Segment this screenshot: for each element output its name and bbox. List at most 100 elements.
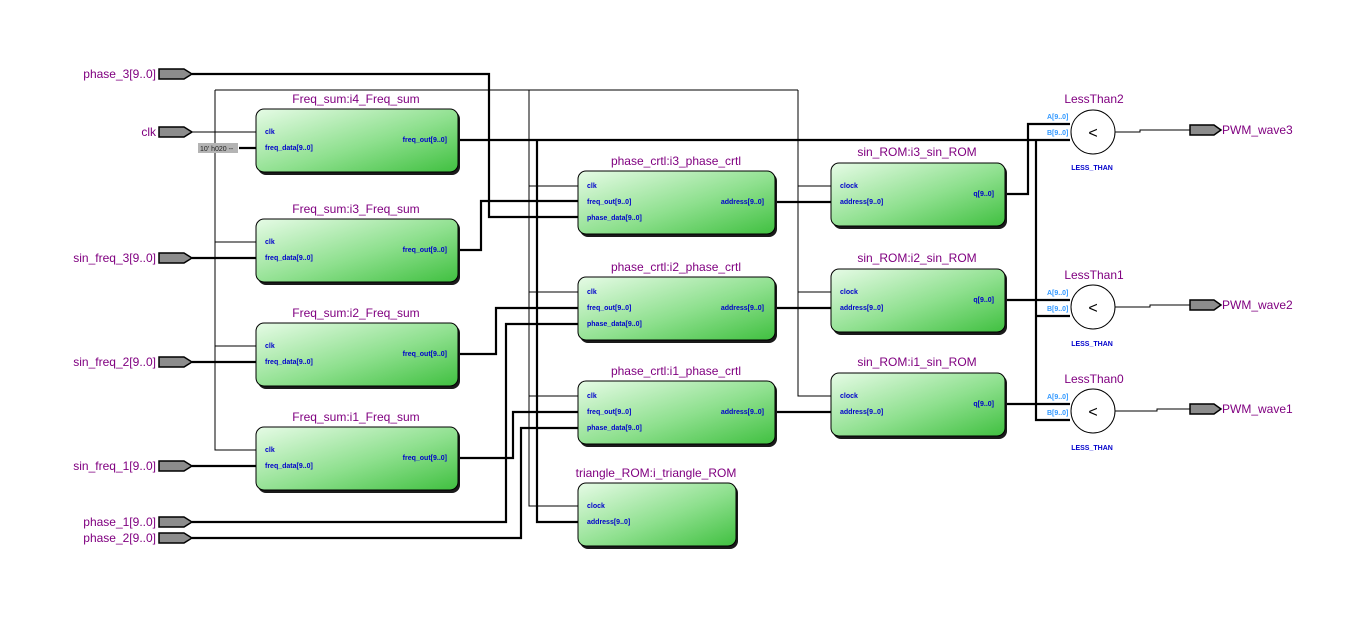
block-title: sin_ROM:i3_sin_ROM bbox=[857, 145, 976, 159]
bus-sr3-q bbox=[1005, 122, 1070, 196]
port-address: address[9..0] bbox=[721, 305, 764, 312]
port-a: A[9..0] bbox=[1047, 394, 1068, 401]
input-pin-phase-2[interactable]: phase_2[9..0] bbox=[83, 531, 194, 545]
constant-value: 10' h020 -- bbox=[198, 143, 238, 153]
input-pins: phase_3[9..0] clk sin_freq_3[9..0] sin_f… bbox=[73, 67, 194, 545]
port-address: address[9..0] bbox=[840, 305, 883, 312]
output-pin-pwm-wave1[interactable]: PWM_wave1 bbox=[1189, 402, 1293, 416]
port-clk: clk bbox=[587, 393, 597, 400]
block-title: Freq_sum:i1_Freq_sum bbox=[292, 410, 419, 424]
port-clk: clk bbox=[587, 183, 597, 190]
port-freq-out: freq_out[9..0] bbox=[403, 247, 447, 254]
block-phase-crtl-i3[interactable]: phase_crtl:i3_phase_crtl clk freq_out[9.… bbox=[577, 154, 777, 237]
block-sin-rom-i3[interactable]: sin_ROM:i3_sin_ROM clock address[9..0] q… bbox=[830, 145, 1007, 229]
port-freq-data: freq_data[9..0] bbox=[265, 463, 313, 470]
pin-arrow-icon bbox=[158, 460, 194, 472]
block-body bbox=[255, 322, 459, 387]
clock-nets bbox=[192, 89, 1190, 507]
input-pin-label: sin_freq_2[9..0] bbox=[73, 355, 156, 369]
port-clock: clock bbox=[587, 503, 605, 510]
wire-lt2-out bbox=[1115, 129, 1190, 133]
input-pin-sin-freq-1[interactable]: sin_freq_1[9..0] bbox=[73, 459, 194, 473]
wire-clk-phase-trunk bbox=[528, 90, 578, 507]
output-pin-label: PWM_wave3 bbox=[1222, 123, 1293, 137]
less-than-icon: < bbox=[1088, 404, 1097, 421]
block-body bbox=[577, 170, 776, 235]
block-body bbox=[255, 218, 459, 283]
bus-phase-2 bbox=[192, 426, 578, 540]
comparator-body bbox=[1070, 388, 1116, 434]
block-body bbox=[255, 426, 459, 491]
port-address: address[9..0] bbox=[840, 409, 883, 416]
port-q: q[9..0] bbox=[973, 297, 994, 304]
comparator-type: LESS_THAN bbox=[1071, 341, 1113, 348]
block-freq-sum-i2[interactable]: Freq_sum:i2_Freq_sum clk freq_data[9..0]… bbox=[255, 306, 460, 389]
port-freq-out: freq_out[9..0] bbox=[587, 409, 631, 416]
port-clk: clk bbox=[265, 239, 275, 246]
block-body bbox=[830, 372, 1006, 437]
bus-fs1-out bbox=[458, 410, 578, 460]
port-phase-data: phase_data[9..0] bbox=[587, 321, 642, 328]
port-phase-data: phase_data[9..0] bbox=[587, 215, 642, 222]
block-body bbox=[577, 482, 737, 547]
input-pin-label: phase_2[9..0] bbox=[83, 531, 156, 545]
block-title: phase_crtl:i3_phase_crtl bbox=[611, 154, 741, 168]
port-b: B[9..0] bbox=[1047, 130, 1068, 137]
constant-label: 10' h020 -- bbox=[200, 146, 234, 153]
less-than-icon: < bbox=[1088, 125, 1097, 142]
pin-arrow-icon bbox=[158, 68, 194, 80]
port-clock: clock bbox=[840, 183, 858, 190]
block-phase-crtl-i2[interactable]: phase_crtl:i2_phase_crtl clk freq_out[9.… bbox=[577, 260, 777, 343]
block-title: phase_crtl:i2_phase_crtl bbox=[611, 260, 741, 274]
port-b: B[9..0] bbox=[1047, 410, 1068, 417]
input-pin-phase-3[interactable]: phase_3[9..0] bbox=[83, 67, 194, 81]
port-q: q[9..0] bbox=[973, 191, 994, 198]
pin-arrow-icon bbox=[158, 126, 194, 138]
port-freq-out: freq_out[9..0] bbox=[587, 305, 631, 312]
block-sin-rom-i1[interactable]: sin_ROM:i1_sin_ROM clock address[9..0] q… bbox=[830, 355, 1007, 439]
comparator-type: LESS_THAN bbox=[1071, 165, 1113, 172]
block-body bbox=[255, 108, 459, 173]
port-a: A[9..0] bbox=[1047, 114, 1068, 121]
port-a: A[9..0] bbox=[1047, 290, 1068, 297]
comparator-lessthan1[interactable]: LessThan1 < A[9..0] B[9..0] LESS_THAN bbox=[1047, 268, 1124, 348]
port-b: B[9..0] bbox=[1047, 306, 1068, 313]
block-title: Freq_sum:i3_Freq_sum bbox=[292, 202, 419, 216]
input-pin-label: clk bbox=[141, 125, 157, 139]
block-body bbox=[830, 162, 1006, 227]
block-body bbox=[830, 268, 1006, 333]
block-phase-crtl-i1[interactable]: phase_crtl:i1_phase_crtl clk freq_out[9.… bbox=[577, 364, 777, 447]
input-pin-label: sin_freq_1[9..0] bbox=[73, 459, 156, 473]
input-pin-sin-freq-3[interactable]: sin_freq_3[9..0] bbox=[73, 251, 194, 265]
input-pin-phase-1[interactable]: phase_1[9..0] bbox=[83, 515, 194, 529]
bus-fs3-out bbox=[458, 199, 578, 252]
input-pin-sin-freq-2[interactable]: sin_freq_2[9..0] bbox=[73, 355, 194, 369]
comparator-lessthan2[interactable]: LessThan2 < A[9..0] B[9..0] LESS_THAN bbox=[1047, 92, 1124, 172]
port-freq-data: freq_data[9..0] bbox=[265, 359, 313, 366]
block-freq-sum-i4[interactable]: Freq_sum:i4_Freq_sum clk freq_data[9..0]… bbox=[255, 92, 460, 175]
block-freq-sum-i1[interactable]: Freq_sum:i1_Freq_sum clk freq_data[9..0]… bbox=[255, 410, 460, 493]
output-pin-pwm-wave2[interactable]: PWM_wave2 bbox=[1189, 298, 1293, 312]
output-pins: PWM_wave3 PWM_wave2 PWM_wave1 bbox=[1189, 123, 1293, 416]
block-triangle-rom[interactable]: triangle_ROM:i_triangle_ROM clock addres… bbox=[576, 466, 738, 549]
block-title: Freq_sum:i4_Freq_sum bbox=[292, 92, 419, 106]
port-address: address[9..0] bbox=[587, 519, 630, 526]
block-title: sin_ROM:i2_sin_ROM bbox=[857, 251, 976, 265]
comparator-body bbox=[1070, 284, 1116, 330]
block-freq-sum-i3[interactable]: Freq_sum:i3_Freq_sum clk freq_data[9..0]… bbox=[255, 202, 460, 285]
comparator-lessthan0[interactable]: LessThan0 < A[9..0] B[9..0] LESS_THAN bbox=[1047, 372, 1124, 452]
bus-fs4-tri bbox=[535, 140, 578, 524]
pin-arrow-icon bbox=[158, 356, 194, 368]
block-sin-rom-i2[interactable]: sin_ROM:i2_sin_ROM clock address[9..0] q… bbox=[830, 251, 1007, 335]
port-address: address[9..0] bbox=[840, 199, 883, 206]
port-clk: clk bbox=[265, 129, 275, 136]
output-pin-pwm-wave3[interactable]: PWM_wave3 bbox=[1189, 123, 1293, 137]
port-clock: clock bbox=[840, 393, 858, 400]
wire-lt0-out bbox=[1115, 408, 1190, 412]
block-body bbox=[577, 380, 776, 445]
input-pin-clk[interactable]: clk bbox=[141, 125, 194, 139]
bus-fs2-out bbox=[458, 306, 578, 356]
port-freq-out: freq_out[9..0] bbox=[403, 455, 447, 462]
port-address: address[9..0] bbox=[721, 409, 764, 416]
